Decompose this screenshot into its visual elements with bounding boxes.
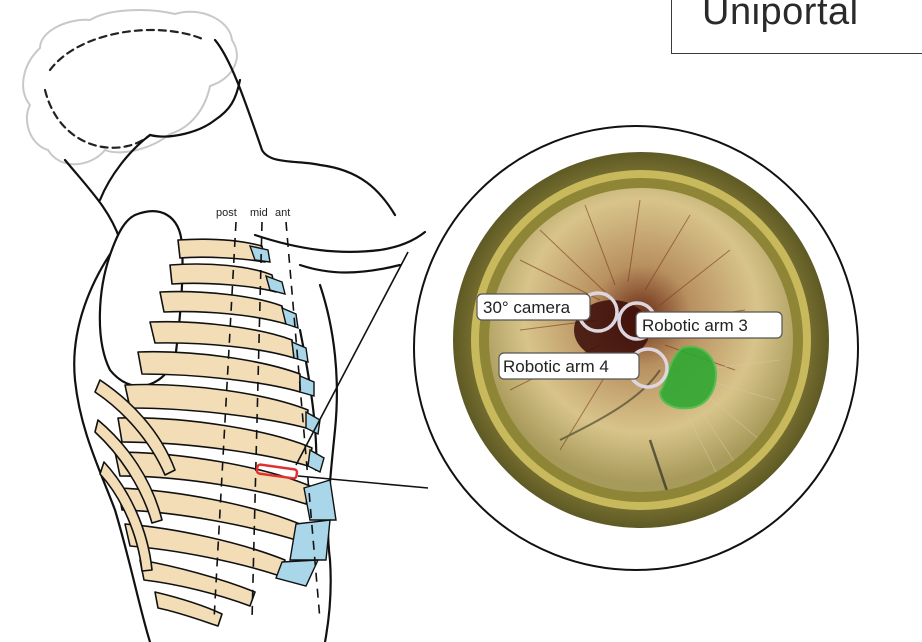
label-arm4: Robotic arm 4 bbox=[503, 357, 609, 376]
raised-arm-cloud bbox=[23, 10, 237, 164]
rib-12 bbox=[155, 592, 222, 626]
label-camera: 30° camera bbox=[483, 298, 571, 317]
port-photo bbox=[453, 152, 829, 530]
label-arm3: Robotic arm 3 bbox=[642, 316, 748, 335]
label-mid: mid bbox=[250, 207, 268, 219]
label-post: post bbox=[216, 207, 237, 219]
label-ant: ant bbox=[275, 207, 290, 219]
